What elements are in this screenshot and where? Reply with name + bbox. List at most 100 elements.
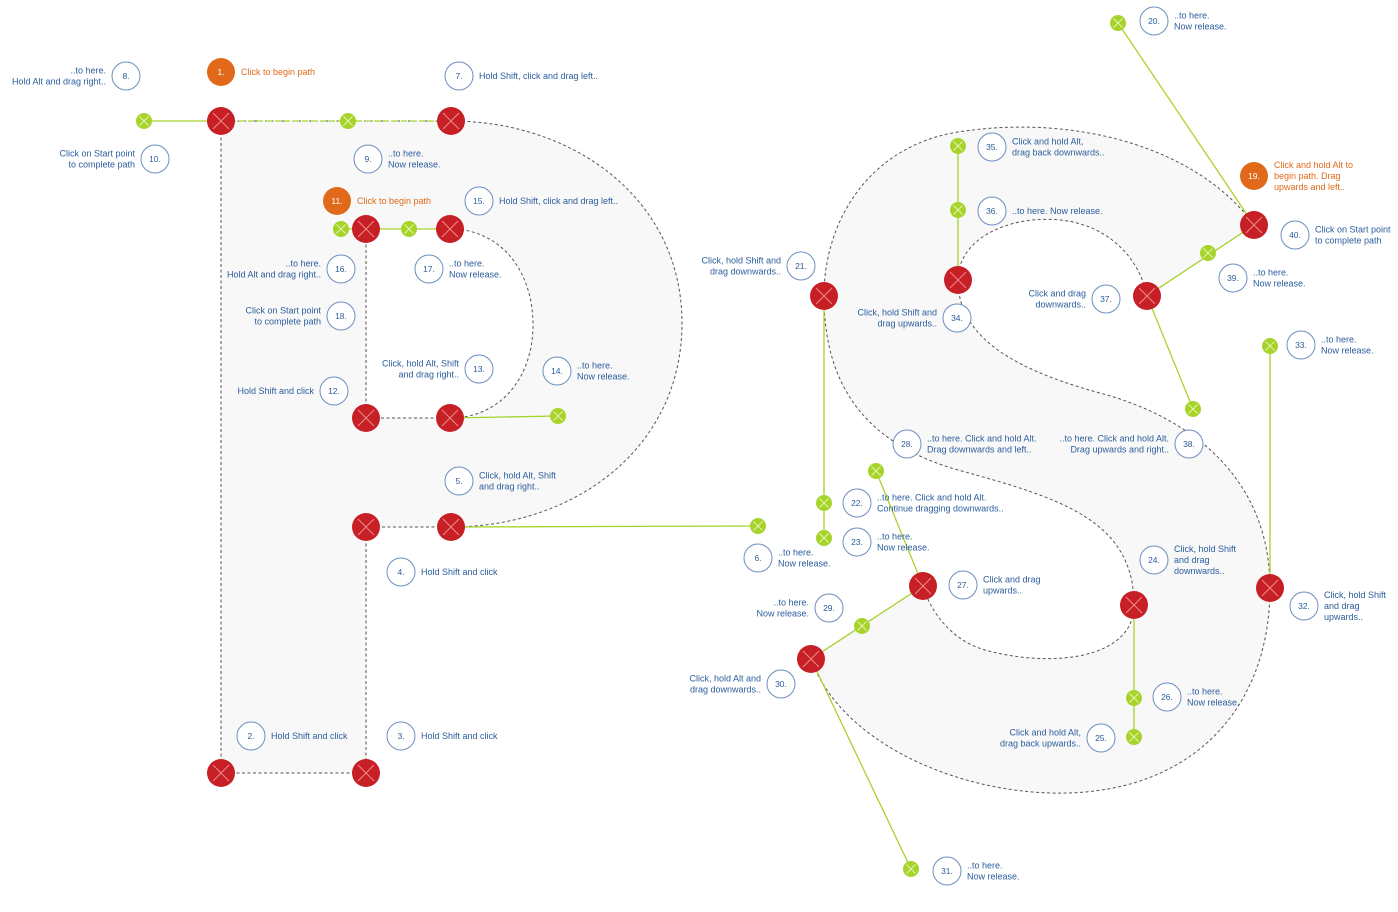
step-text: Click on Start point [59, 149, 135, 159]
anchor-point[interactable] [352, 759, 380, 787]
step-text: Hold Shift and click [421, 567, 498, 577]
step-number: 4. [397, 567, 404, 577]
step-text: Now release. [1321, 346, 1374, 356]
step-number-badge [942, 303, 972, 333]
handle-point[interactable] [1185, 401, 1201, 417]
step-number-badge [1091, 284, 1121, 314]
anchor-point[interactable] [944, 266, 972, 294]
handle-line [1146, 224, 1255, 297]
anchor-point[interactable] [437, 513, 465, 541]
anchor-point[interactable] [909, 572, 937, 600]
guide-s-top-inner [957, 218, 1148, 297]
handle-point[interactable] [1126, 690, 1142, 706]
handle-point[interactable] [816, 530, 832, 546]
step-number-badge [444, 61, 474, 91]
step-text: ..to here. [967, 861, 1003, 871]
handle-point[interactable] [1200, 245, 1216, 261]
step-text: upwards and left.. [1274, 182, 1345, 192]
anchor-point[interactable] [352, 513, 380, 541]
step-number: 35. [986, 142, 998, 152]
step-label: 3.Hold Shift and click [386, 721, 498, 751]
handle-point[interactable] [816, 495, 832, 511]
step-number: 29. [823, 603, 835, 613]
handle-line [1146, 295, 1194, 410]
step-number-badge [414, 254, 444, 284]
anchor-point[interactable] [1133, 282, 1161, 310]
step-number: 7. [455, 71, 462, 81]
step-number: 16. [335, 264, 347, 274]
step-number-badge [464, 354, 494, 384]
guide-s-top-outer [823, 126, 1255, 297]
step-number: 30. [775, 679, 787, 689]
anchor-point[interactable] [352, 215, 380, 243]
step-text: Click, hold Shift [1324, 590, 1387, 600]
anchor-point[interactable] [1240, 211, 1268, 239]
step-number: 37. [1100, 294, 1112, 304]
anchor-point[interactable] [436, 404, 464, 432]
step-label: 11.Click to begin path [323, 187, 431, 215]
anchor-point[interactable] [436, 215, 464, 243]
step-number: 20. [1148, 16, 1160, 26]
handle-point[interactable] [401, 221, 417, 237]
anchor-point[interactable] [437, 107, 465, 135]
step-text: Click, hold Shift and [701, 256, 781, 266]
handle-point[interactable] [868, 463, 884, 479]
step-number-badge [207, 58, 235, 86]
step-number-badge [386, 557, 416, 587]
step-number: 11. [331, 196, 342, 206]
step-label: 35.Click and hold Alt,drag back downward… [977, 132, 1105, 162]
step-text: drag upwards.. [877, 319, 937, 329]
handle-point[interactable] [950, 202, 966, 218]
step-number: 31. [941, 866, 953, 876]
handle-point[interactable] [750, 518, 766, 534]
anchor-points [207, 107, 1284, 787]
guide-s-lower-inner [922, 585, 1135, 660]
step-text: ..to here. [778, 548, 814, 558]
anchor-point[interactable] [207, 759, 235, 787]
step-text: Now release. [1253, 279, 1306, 289]
anchor-point[interactable] [352, 404, 380, 432]
step-number: 17. [423, 264, 435, 274]
step-text: to complete path [1315, 236, 1382, 246]
step-text: drag downwards.. [710, 267, 781, 277]
anchor-point[interactable] [797, 645, 825, 673]
handle-point[interactable] [903, 861, 919, 877]
handle-point[interactable] [1262, 338, 1278, 354]
guide-s-bottom-outer [810, 587, 1271, 794]
step-text: begin path. Drag [1274, 171, 1341, 181]
step-label: 6...to here.Now release. [743, 543, 831, 573]
step-number: 5. [455, 476, 462, 486]
step-label: 7. Hold Shift, click and drag left.. [444, 61, 598, 91]
handle-point[interactable] [136, 113, 152, 129]
step-text: Now release. [877, 543, 930, 553]
step-text: Hold Shift, click and drag left.. [479, 71, 598, 81]
anchor-point[interactable] [1256, 574, 1284, 602]
handle-point[interactable] [1126, 729, 1142, 745]
handle-point[interactable] [550, 408, 566, 424]
step-number-badge [1139, 545, 1169, 575]
handle-point[interactable] [333, 221, 349, 237]
step-number: 23. [851, 537, 863, 547]
anchor-point[interactable] [810, 282, 838, 310]
anchor-point[interactable] [207, 107, 235, 135]
step-label: 23...to here.Now release. [842, 527, 930, 557]
handle-point[interactable] [340, 113, 356, 129]
step-label: 28...to here. Click and hold Alt.Drag do… [892, 429, 1037, 459]
handle-point[interactable] [854, 618, 870, 634]
anchor-point[interactable] [1120, 591, 1148, 619]
handle-point[interactable] [1110, 15, 1126, 31]
step-number-badge [766, 669, 796, 699]
step-text: Click on Start point [1315, 225, 1391, 235]
step-text: ..to here. Click and hold Alt. [927, 434, 1037, 444]
step-text: Drag upwards and right.. [1070, 445, 1169, 455]
step-label: 14...to here.Now release. [542, 356, 630, 386]
step-number-badge [1240, 162, 1268, 190]
handle-point[interactable] [950, 138, 966, 154]
step-number: 28. [901, 439, 913, 449]
step-text: Now release. [449, 270, 502, 280]
